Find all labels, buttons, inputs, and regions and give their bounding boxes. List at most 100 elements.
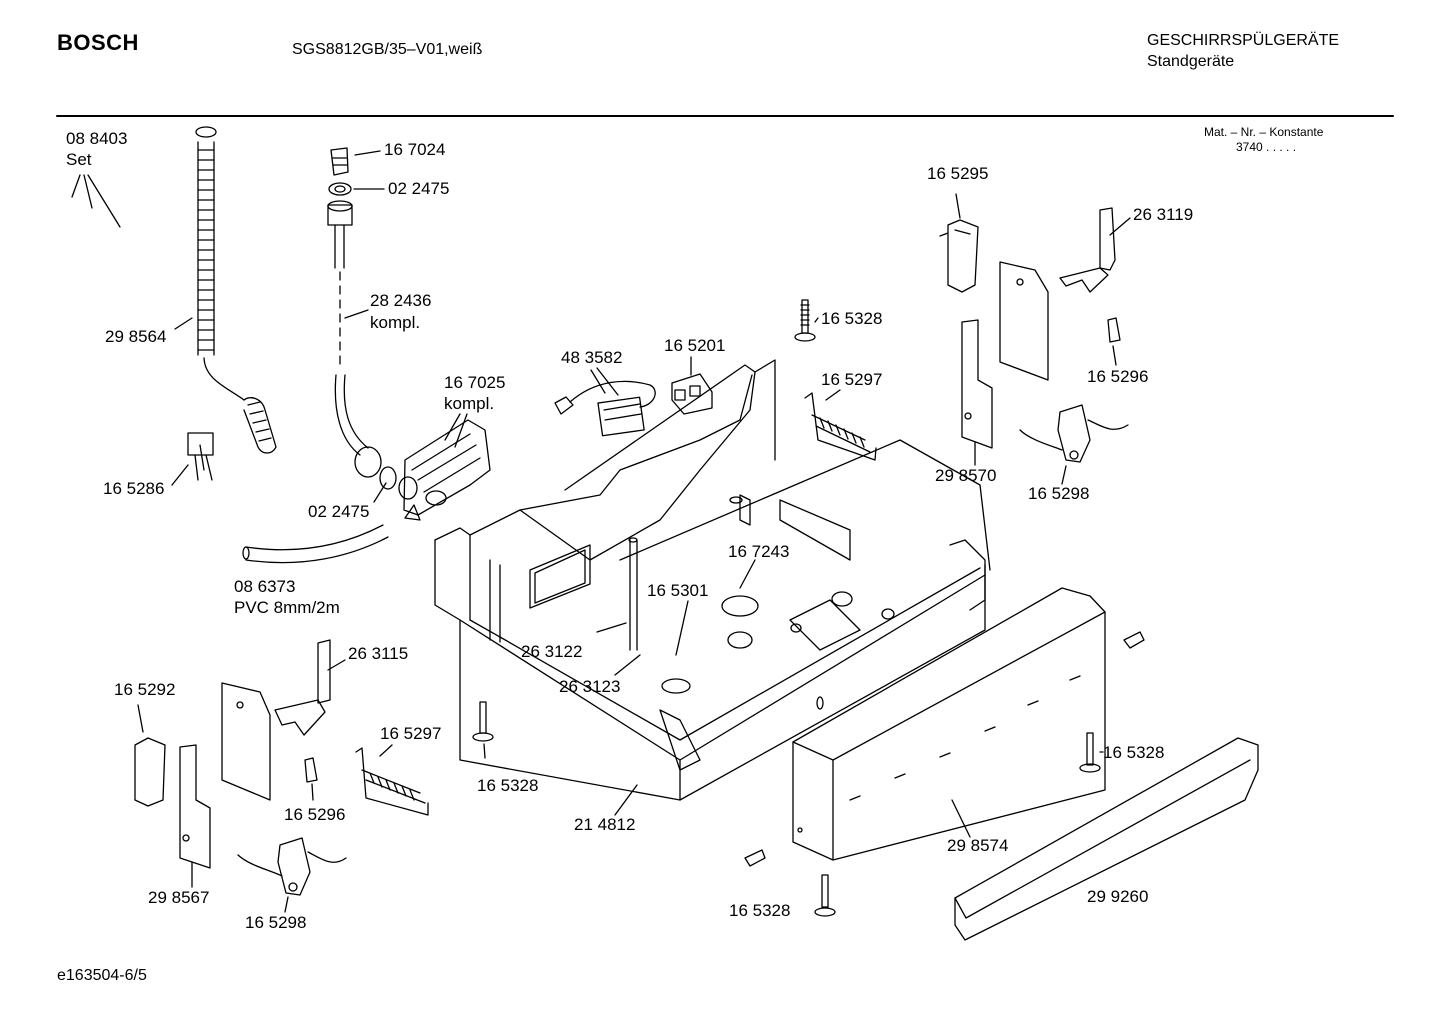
- part-label-167025: 16 7025: [444, 373, 506, 392]
- leader-165298a: [1061, 465, 1067, 485]
- connector-block: [671, 373, 713, 415]
- leader-167025b: [454, 413, 468, 448]
- part-label-set: Set: [66, 150, 92, 169]
- leader-167025a: [444, 413, 461, 441]
- part-label-165328: 16 5328: [729, 901, 791, 920]
- latch-165298a: [1019, 404, 1129, 463]
- clip-165296a: [1107, 317, 1121, 343]
- pvc-tube: [242, 524, 389, 564]
- leader-483582b: [596, 367, 619, 396]
- bracket-165295: [939, 219, 979, 293]
- leader-263115: [327, 659, 346, 671]
- leader-263123: [614, 654, 641, 676]
- foot-screw: [794, 299, 816, 342]
- part-label-298570: 29 8570: [935, 466, 997, 485]
- part-label-483582: 48 3582: [561, 348, 623, 367]
- model-number: SGS8812GB/35–V01,weiß: [292, 41, 483, 58]
- brand-logo: BOSCH: [57, 30, 139, 55]
- leader-165296a: [1112, 345, 1117, 366]
- part-label-kompl: kompl.: [370, 313, 421, 332]
- leader-483582a: [590, 369, 606, 394]
- hinge-bracket-298570: [961, 261, 1049, 449]
- screw-small-bottom: [744, 849, 766, 867]
- screw-small-right: [1123, 631, 1145, 649]
- foot-screw-bottom: [814, 874, 836, 917]
- part-label-088403: 08 8403: [66, 129, 128, 148]
- leader-165295: [955, 193, 961, 219]
- part-label-022475: 02 2475: [388, 179, 450, 198]
- leader-165296b: [311, 783, 314, 801]
- set-pointer-lines: [71, 174, 121, 228]
- part-label-263123: 26 3123: [559, 677, 621, 696]
- part-label-165328: 16 5328: [477, 776, 539, 795]
- part-label-298564: 29 8564: [105, 327, 167, 346]
- base-tub: [434, 359, 991, 801]
- latch-165298b: [237, 837, 347, 896]
- part-label-165297: 16 5297: [821, 370, 883, 389]
- leader-214812: [614, 784, 638, 816]
- leader-165292: [137, 704, 144, 733]
- bracket-263119: [1059, 207, 1116, 293]
- leader-165297b: [379, 744, 393, 757]
- part-label-298574: 29 8574: [947, 836, 1009, 855]
- bracket-165292: [134, 737, 166, 807]
- part-label-165328: 16 5328: [1103, 743, 1165, 762]
- foot-screw-middle: [472, 701, 494, 742]
- inlet-fitting: [327, 147, 397, 490]
- leader-298574: [951, 799, 971, 838]
- foot-screw-right: [1079, 732, 1101, 773]
- cable-harness: [554, 380, 656, 437]
- corrugated-hose: [195, 126, 277, 454]
- part-label-165297: 16 5297: [380, 724, 442, 743]
- leader-165297a: [825, 389, 841, 401]
- part-label-165286: 16 5286: [103, 479, 165, 498]
- mat-nr-value: 3740 . . . . .: [1236, 140, 1297, 154]
- leader-298564: [174, 317, 193, 330]
- part-label-165201: 16 5201: [664, 336, 726, 355]
- hinge-spring-b: [355, 747, 429, 816]
- leader-263119: [1109, 217, 1131, 236]
- part-label-263115: 26 3115: [348, 644, 409, 663]
- leader-165328b: [483, 743, 486, 759]
- part-label-165298: 16 5298: [1028, 484, 1090, 503]
- hinge-spring: [804, 392, 877, 461]
- part-label-165296: 16 5296: [1087, 367, 1149, 386]
- leader-165301: [675, 600, 689, 656]
- part-label-165328: 16 5328: [821, 309, 883, 328]
- part-label-pvc: PVC 8mm/2m: [234, 598, 340, 617]
- part-label-282436: 28 2436: [370, 291, 432, 310]
- part-label-kompl: kompl.: [444, 394, 495, 413]
- drawing-id: e163504-6/5: [57, 967, 147, 984]
- leader-282436: [344, 309, 369, 319]
- part-label-086373: 08 6373: [234, 577, 296, 596]
- part-label-214812: 21 4812: [574, 815, 636, 834]
- hose-clip: [187, 432, 214, 481]
- mat-nr-label: Mat. – Nr. – Konstante: [1204, 125, 1324, 139]
- leader-022475b: [373, 482, 387, 503]
- part-label-165295: 16 5295: [927, 164, 989, 183]
- leader-167243: [739, 559, 756, 589]
- clip-165296b: [304, 757, 318, 783]
- part-label-165292: 16 5292: [114, 680, 176, 699]
- hinge-bracket-298567: [179, 682, 271, 869]
- part-label-298567: 29 8567: [148, 888, 210, 907]
- part-label-165298: 16 5298: [245, 913, 307, 932]
- part-label-167243: 16 7243: [728, 542, 790, 561]
- category-subtitle: Standgeräte: [1147, 53, 1235, 70]
- part-label-165301: 16 5301: [647, 581, 709, 600]
- part-label-022475: 02 2475: [308, 502, 370, 521]
- bracket-263115: [274, 639, 331, 736]
- part-label-263122: 26 3122: [521, 642, 583, 661]
- category-title: GESCHIRRSPÜLGERÄTE: [1147, 32, 1340, 49]
- part-label-299260: 29 9260: [1087, 887, 1149, 906]
- kick-plate: [792, 587, 1106, 861]
- front-plinth: [954, 737, 1259, 941]
- leader-165328a: [814, 317, 819, 323]
- leader-165286: [171, 464, 189, 486]
- leader-165298b: [284, 896, 289, 913]
- leader-263122: [596, 622, 627, 633]
- part-label-165296: 16 5296: [284, 805, 346, 824]
- leader-167024: [354, 150, 381, 156]
- part-label-263119: 26 3119: [1133, 205, 1194, 224]
